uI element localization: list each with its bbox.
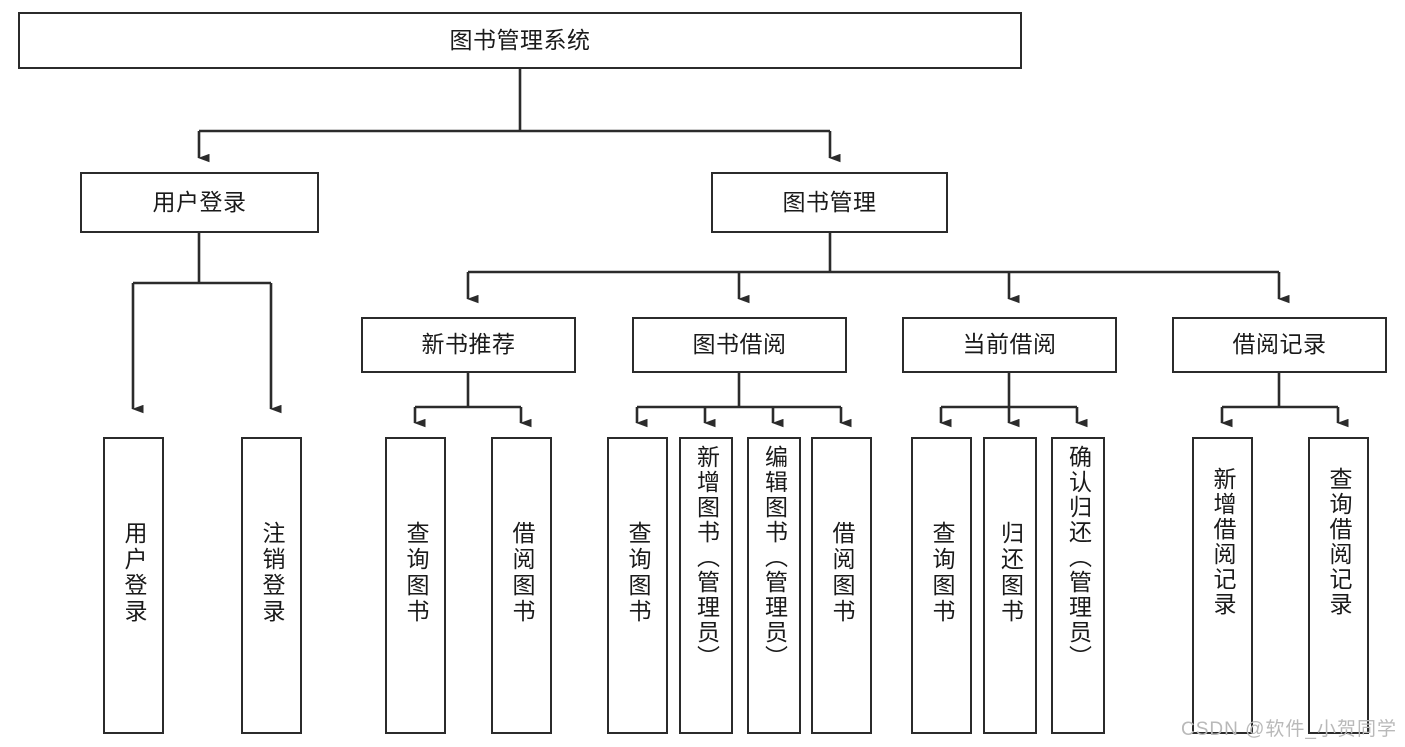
node-root-book-management-system[interactable]: 图书管理系统 — [18, 12, 1022, 69]
node-label: 注销登录 — [259, 521, 285, 625]
node-label: 编辑图书（管理员） — [761, 445, 788, 670]
node-label: 用户登录 — [152, 188, 247, 215]
node-book-manage[interactable]: 图书管理 — [711, 172, 948, 233]
node-label: 借阅图书 — [509, 521, 535, 625]
node-label: 查询借阅记录 — [1326, 467, 1352, 617]
node-label: 查询图书 — [625, 521, 651, 625]
node-label: 借阅记录 — [1232, 331, 1327, 358]
leaf-borrow-book-recommend[interactable]: 借阅图书 — [491, 437, 552, 734]
leaf-query-book-borrow[interactable]: 查询图书 — [607, 437, 668, 734]
node-current-borrow[interactable]: 当前借阅 — [902, 317, 1117, 373]
leaf-logout-login[interactable]: 注销登录 — [241, 437, 302, 734]
node-label: 图书管理系统 — [449, 26, 591, 53]
node-label: 查询图书 — [929, 521, 955, 625]
leaf-edit-book-admin[interactable]: 编辑图书（管理员） — [747, 437, 801, 734]
leaf-return-book[interactable]: 归还图书 — [983, 437, 1037, 734]
node-label: 确认归还（管理员） — [1065, 445, 1092, 670]
leaf-add-book-admin[interactable]: 新增图书（管理员） — [679, 437, 733, 734]
node-label: 当前借阅 — [962, 331, 1057, 358]
leaf-borrow-book-borrow[interactable]: 借阅图书 — [811, 437, 872, 734]
watermark-credit: CSDN @软件_小贺同学 — [1181, 719, 1397, 740]
leaf-user-login[interactable]: 用户登录 — [103, 437, 164, 734]
node-label: 新增借阅记录 — [1210, 467, 1236, 617]
node-label: 图书管理 — [782, 188, 877, 215]
leaf-add-borrow-record[interactable]: 新增借阅记录 — [1192, 437, 1253, 734]
node-label: 查询图书 — [403, 521, 429, 625]
leaf-query-borrow-record[interactable]: 查询借阅记录 — [1308, 437, 1369, 734]
node-borrow-record[interactable]: 借阅记录 — [1172, 317, 1387, 373]
leaf-query-book-recommend[interactable]: 查询图书 — [385, 437, 446, 734]
node-label: 用户登录 — [121, 521, 147, 625]
node-label: 新增图书（管理员） — [693, 445, 720, 670]
node-user-login[interactable]: 用户登录 — [80, 172, 319, 233]
node-book-borrow[interactable]: 图书借阅 — [632, 317, 847, 373]
node-label: 归还图书 — [997, 521, 1024, 625]
leaf-confirm-return-admin[interactable]: 确认归还（管理员） — [1051, 437, 1105, 734]
node-label: 图书借阅 — [692, 331, 787, 358]
node-label: 新书推荐 — [421, 331, 516, 358]
leaf-query-book-current[interactable]: 查询图书 — [911, 437, 972, 734]
node-label: 借阅图书 — [829, 521, 855, 625]
node-new-book-recommend[interactable]: 新书推荐 — [361, 317, 576, 373]
